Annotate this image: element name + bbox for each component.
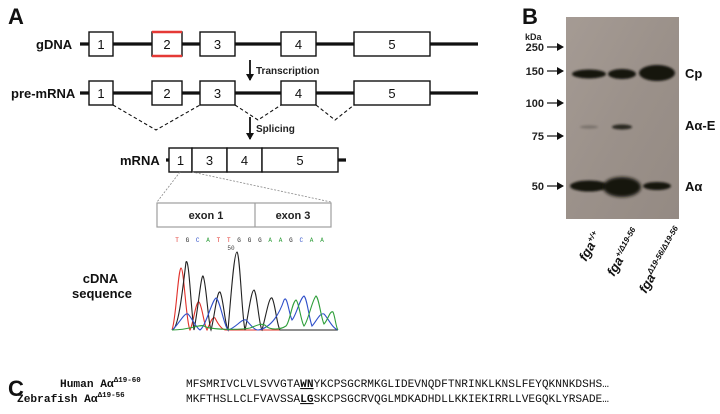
band-label-cp: Cp [685, 66, 702, 81]
panel-a-label: A [8, 4, 24, 29]
marker-50: 50 [532, 181, 544, 193]
base-call: A [206, 237, 210, 244]
zoom-exon-1-label: exon 1 [189, 210, 224, 222]
lane-label-3: fgaΔ19-56/Δ19-56 [636, 224, 686, 296]
svg-text:3: 3 [214, 37, 221, 52]
base-position-marker: 50 [227, 245, 235, 252]
splicing-label: Splicing [256, 124, 295, 135]
band-a-lane-2 [603, 177, 641, 197]
svg-text:1: 1 [97, 86, 104, 101]
sequence-zebrafish-residues: MKFTHSLLCLFVAVSSALGSKCPSGCRVQGLMDKADHDLL… [186, 394, 609, 406]
base-call: A [310, 237, 314, 244]
lane-label-1: fga+/+ [576, 229, 605, 264]
splice-lines [112, 104, 355, 131]
premrna-exon-4: 4 [280, 80, 317, 106]
band-cp-lane-3 [639, 65, 675, 81]
premrna-exon-5: 5 [353, 80, 431, 106]
premrna-row: pre-mRNA 1 2 3 4 5 [11, 80, 478, 131]
mrna-row: mRNA 1 3 4 5 [120, 147, 346, 173]
svg-text:1: 1 [177, 153, 184, 168]
svg-text:4: 4 [295, 86, 302, 101]
base-call: C [299, 237, 303, 244]
svg-text:4: 4 [241, 153, 248, 168]
base-call: A [268, 237, 272, 244]
svg-text:5: 5 [388, 37, 395, 52]
svg-text:4: 4 [295, 37, 302, 52]
gdna-exon-5: 5 [353, 31, 431, 57]
panel-b-label: B [522, 4, 538, 29]
base-call: G [248, 237, 252, 244]
svg-text:1: 1 [97, 37, 104, 52]
band-a-lane-3 [643, 182, 671, 190]
mrna-exon-1: 1 [168, 147, 193, 173]
svg-text:5: 5 [388, 86, 395, 101]
gdna-exon-1: 1 [88, 31, 114, 57]
blot-bands [570, 65, 675, 197]
cdna-label: cDNA sequence [72, 271, 132, 301]
marker-75: 75 [532, 131, 544, 143]
premrna-exon-2: 2 [151, 80, 183, 106]
svg-text:2: 2 [163, 37, 170, 52]
species-human: Human AαΔ19-60 [60, 377, 141, 391]
band-ae-lane-2 [612, 124, 632, 130]
premrna-exon-1: 1 [88, 80, 114, 106]
mrna-exon-3: 3 [191, 147, 228, 173]
lane-label-2: fga+/Δ19-56 [604, 225, 643, 278]
species-zebrafish: Zebrafish AαΔ19-56 [17, 392, 125, 406]
marker-ladder: 250 150 100 75 50 [526, 42, 564, 193]
zoom-exon-3-label: exon 3 [276, 210, 311, 222]
marker-100: 100 [526, 98, 544, 110]
trace-a [171, 295, 339, 331]
base-call: C [196, 237, 200, 244]
exon-junction-zoom: exon 1 exon 3 [156, 171, 332, 228]
trace-c [171, 295, 339, 331]
gdna-exon-4: 4 [280, 31, 317, 57]
trace-g [171, 251, 338, 332]
svg-text:3: 3 [214, 86, 221, 101]
base-call: T [217, 237, 221, 244]
mrna-label: mRNA [120, 153, 160, 168]
transcription-label: Transcription [256, 66, 319, 77]
premrna-label: pre-mRNA [11, 86, 76, 101]
band-cp-lane-1 [572, 69, 606, 79]
svg-text:5: 5 [296, 153, 303, 168]
svg-text:3: 3 [206, 153, 213, 168]
band-label-ae: Aα-E [685, 118, 716, 133]
band-ae-lane-1-faint [580, 125, 598, 129]
premrna-exon-3: 3 [199, 80, 236, 106]
sequence-human-residues: MFSMRIVCLVLSVVGTAWNYKCPSGCRMKGLIDEVNQDFT… [186, 379, 609, 391]
kda-label: kDa [525, 32, 543, 42]
human-junction-residues: WN [300, 379, 313, 391]
base-call: T [175, 237, 179, 244]
marker-250: 250 [526, 42, 544, 54]
marker-150: 150 [526, 66, 544, 78]
base-call: G [289, 237, 293, 244]
panel-c-label: C [8, 376, 24, 401]
gdna-row: gDNA 1 2 3 4 5 [36, 30, 478, 58]
trace-t [171, 267, 338, 332]
mrna-exon-4: 4 [226, 147, 263, 173]
sequence-human: Human AαΔ19-60 MFSMRIVCLVLSVVGTAWNYKCPSG… [60, 377, 609, 391]
band-a-lane-1 [570, 180, 608, 192]
zebrafish-junction-residues: LG [300, 394, 314, 406]
base-call: A [279, 237, 283, 244]
base-call: G [237, 237, 241, 244]
base-call: G [258, 237, 262, 244]
band-cp-lane-2 [608, 69, 636, 79]
chromatogram [171, 251, 339, 332]
gdna-exon-2: 2 [151, 30, 183, 58]
base-call: A [320, 237, 324, 244]
svg-text:2: 2 [163, 86, 170, 101]
mrna-exon-5: 5 [261, 147, 339, 173]
band-label-a: Aα [685, 179, 702, 194]
base-call: T [227, 237, 231, 244]
gdna-label: gDNA [36, 37, 73, 52]
gdna-exon-3: 3 [199, 31, 236, 57]
base-call: G [186, 237, 190, 244]
sequence-zebrafish: Zebrafish AαΔ19-56 MKFTHSLLCLFVAVSSALGSK… [17, 392, 609, 406]
lane-labels: fga+/+ fga+/Δ19-56 fgaΔ19-56/Δ19-56 [576, 224, 686, 296]
